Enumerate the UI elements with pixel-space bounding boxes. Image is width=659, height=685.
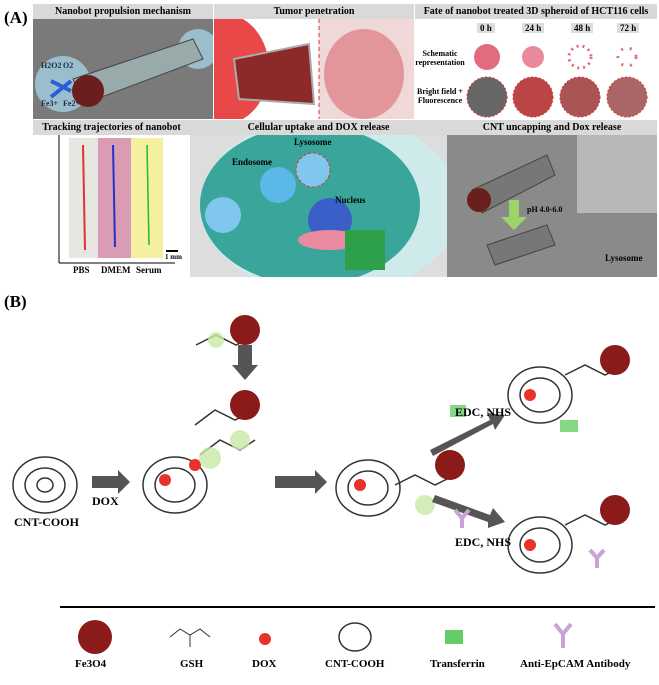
- time-48h: 48 h: [571, 23, 594, 33]
- cnt-cooh-label: CNT-COOH: [14, 515, 79, 529]
- transferrin-icon: [445, 630, 463, 644]
- cellular-image: Lysosome Endosome Nucleus: [190, 135, 447, 277]
- nucleus-label: Nucleus: [335, 195, 366, 205]
- propulsion-image: H2O2 O2 Fe3+ Fe2+: [33, 19, 213, 119]
- legend-gsh: GSH: [180, 658, 204, 670]
- tracking-title: Tracking trajectories of nanobot: [33, 120, 190, 135]
- h2o2-label: H2O2: [41, 61, 62, 70]
- dox-step-label: DOX: [92, 494, 119, 508]
- fate-row2-label: Bright field + Fluorescence: [417, 87, 463, 105]
- edc-nhs-label-1: EDC, NHS: [455, 405, 512, 419]
- fate-image: Schematic representation Bright field + …: [415, 19, 657, 119]
- scale-bar-label: 1 mm: [165, 253, 182, 261]
- endosome-label: Endosome: [232, 157, 273, 167]
- tumor-image: [214, 19, 414, 119]
- tracking-image: 1 mm PBS DMEM Serum: [33, 135, 190, 277]
- fe3-label: Fe3+: [41, 99, 58, 108]
- legend-transferrin: Transferrin: [430, 658, 485, 670]
- ph-label: pH 4.0-6.0: [527, 205, 563, 214]
- cellular-title: Cellular uptake and DOX release: [190, 120, 447, 135]
- time-0h: 0 h: [477, 23, 495, 33]
- panel-a-label: (A): [4, 8, 28, 27]
- time-24h: 24 h: [522, 23, 545, 33]
- fe3o4-icon: [78, 620, 112, 654]
- uncapping-title: CNT uncapping and Dox release: [447, 120, 657, 135]
- dox-icon: [259, 633, 271, 645]
- cnt-icon: [338, 622, 372, 652]
- o2-label: O2: [63, 61, 74, 70]
- legend-icons: [78, 620, 573, 654]
- fate-title: Fate of nanobot treated 3D spheroid of H…: [415, 4, 657, 19]
- medium-pbs: PBS: [73, 265, 90, 275]
- time-72h: 72 h: [617, 23, 640, 33]
- propulsion-title: Nanobot propulsion mechanism: [33, 4, 213, 19]
- uncapping-image: pH 4.0-6.0 Lysosome: [447, 135, 657, 277]
- legend-fe3o4: Fe3O4: [75, 658, 107, 670]
- fe2-label: Fe2+: [63, 99, 80, 108]
- medium-serum: Serum: [136, 265, 162, 275]
- legend-dox: DOX: [252, 658, 277, 670]
- synthesis-scheme: [12, 315, 655, 608]
- legend-antibody: Anti-EpCAM Antibody: [520, 658, 631, 670]
- panel-b-label: (B): [4, 292, 27, 311]
- fate-row1-label: Schematic representation: [415, 49, 465, 67]
- medium-dmem: DMEM: [101, 265, 131, 275]
- tumor-title: Tumor penetration: [214, 4, 414, 19]
- antibody-icon: [553, 622, 573, 648]
- edc-nhs-label-2: EDC, NHS: [455, 535, 512, 549]
- gsh-icon: [169, 628, 211, 647]
- lysosome-label: Lysosome: [294, 137, 332, 147]
- uncapping-lysosome-label: Lysosome: [605, 253, 643, 263]
- legend-cnt: CNT-COOH: [325, 658, 385, 670]
